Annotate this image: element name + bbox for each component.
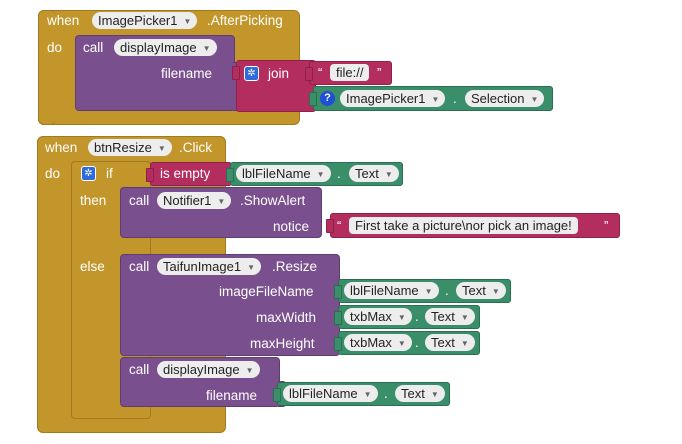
- component-dropdown-lblfilename[interactable]: lblFileName▼: [344, 282, 439, 299]
- event-name-label: .AfterPicking: [207, 13, 283, 28]
- dropdown-caret-icon: ▼: [202, 44, 211, 53]
- open-quote-icon: “: [337, 218, 342, 233]
- component-dropdown-txbmax[interactable]: txbMax▼: [344, 308, 412, 325]
- dropdown-caret-icon: ▼: [397, 313, 406, 322]
- open-quote-icon: “: [318, 65, 323, 80]
- dropdown-caret-icon: ▼: [424, 287, 433, 296]
- param-filename-label: filename: [161, 66, 213, 81]
- dropdown-caret-icon: ▼: [460, 313, 469, 322]
- getter-dot: .: [453, 91, 457, 106]
- call-label: call: [129, 362, 150, 377]
- dropdown-caret-icon: ▼: [247, 263, 255, 272]
- component-dropdown-imagepicker1[interactable]: ImagePicker1▼: [92, 12, 198, 29]
- do-label: do: [45, 166, 61, 181]
- param-filename-label: filename: [206, 388, 258, 403]
- dropdown-caret-icon: ▼: [491, 287, 500, 296]
- dropdown-caret-icon: ▼: [384, 170, 393, 179]
- else-label: else: [80, 259, 105, 274]
- param-maxheight-label: maxHeight: [250, 336, 315, 351]
- getter-dot: .: [445, 283, 449, 298]
- dropdown-caret-icon: ▼: [460, 339, 469, 348]
- dropdown-caret-icon: ▼: [157, 144, 166, 153]
- property-dropdown-text[interactable]: Text▼: [456, 282, 506, 299]
- component-dropdown-btnresize[interactable]: btnResize▼: [88, 139, 172, 156]
- dropdown-caret-icon: ▼: [217, 197, 226, 206]
- property-dropdown-selection[interactable]: Selection▼: [465, 90, 545, 107]
- param-maxwidth-label: maxWidth: [256, 310, 317, 325]
- dropdown-caret-icon: ▼: [430, 390, 439, 399]
- property-dropdown-text[interactable]: Text▼: [349, 165, 399, 182]
- dropdown-caret-icon: ▼: [530, 95, 539, 104]
- is-empty-block[interactable]: [150, 162, 232, 186]
- when-label: when: [47, 13, 80, 28]
- is-empty-label: is empty: [160, 166, 211, 181]
- dropdown-caret-icon: ▼: [431, 95, 440, 104]
- call-label: call: [83, 40, 104, 55]
- event-name-label: .Click: [179, 140, 212, 155]
- getter-dot: .: [384, 386, 388, 401]
- when-label: when: [45, 140, 78, 155]
- dropdown-caret-icon: ▼: [316, 170, 325, 179]
- call-label: call: [129, 259, 150, 274]
- close-quote-icon: ”: [377, 65, 382, 80]
- dropdown-caret-icon: ▼: [363, 390, 372, 399]
- param-notice-label: notice: [273, 219, 310, 234]
- do-label: do: [47, 40, 63, 55]
- procedure-dropdown-displayimage[interactable]: displayImage▼: [157, 361, 260, 378]
- join-label: join: [268, 66, 290, 81]
- component-dropdown-lblfilename[interactable]: lblFileName▼: [236, 165, 331, 182]
- then-label: then: [80, 193, 107, 208]
- component-dropdown-lblfilename[interactable]: lblFileName▼: [283, 385, 378, 402]
- gear-icon[interactable]: ✲: [81, 166, 96, 181]
- component-dropdown-imagepicker1-getter[interactable]: ImagePicker1▼: [340, 90, 446, 107]
- component-dropdown-txbmax[interactable]: txbMax▼: [344, 334, 412, 351]
- getter-dot: .: [415, 335, 419, 350]
- question-icon[interactable]: ?: [320, 91, 335, 106]
- property-dropdown-text[interactable]: Text▼: [425, 308, 475, 325]
- string-value-notice-field[interactable]: First take a picture\nor pick an image!: [349, 217, 578, 234]
- method-name-label: .ShowAlert: [240, 193, 306, 208]
- method-name-label: .Resize: [272, 259, 318, 274]
- property-dropdown-text[interactable]: Text▼: [425, 334, 475, 351]
- component-dropdown-taifunimage1[interactable]: TaifunImage1▼: [157, 258, 261, 275]
- string-value-field[interactable]: file://: [330, 64, 370, 81]
- procedure-dropdown-displayimage[interactable]: displayImage▼: [114, 39, 217, 56]
- call-label: call: [129, 193, 150, 208]
- gear-icon[interactable]: ✲: [244, 66, 259, 81]
- dropdown-caret-icon: ▼: [183, 17, 192, 26]
- param-imagefilename-label: imageFileName: [219, 284, 314, 299]
- property-dropdown-text[interactable]: Text▼: [395, 385, 445, 402]
- component-dropdown-notifier1[interactable]: Notifier1▼: [157, 192, 232, 209]
- getter-dot: .: [337, 166, 341, 181]
- getter-dot: .: [415, 309, 419, 324]
- dropdown-caret-icon: ▼: [397, 339, 406, 348]
- dropdown-caret-icon: ▼: [245, 366, 254, 375]
- if-label: if: [106, 166, 113, 181]
- close-quote-icon: ”: [604, 218, 609, 233]
